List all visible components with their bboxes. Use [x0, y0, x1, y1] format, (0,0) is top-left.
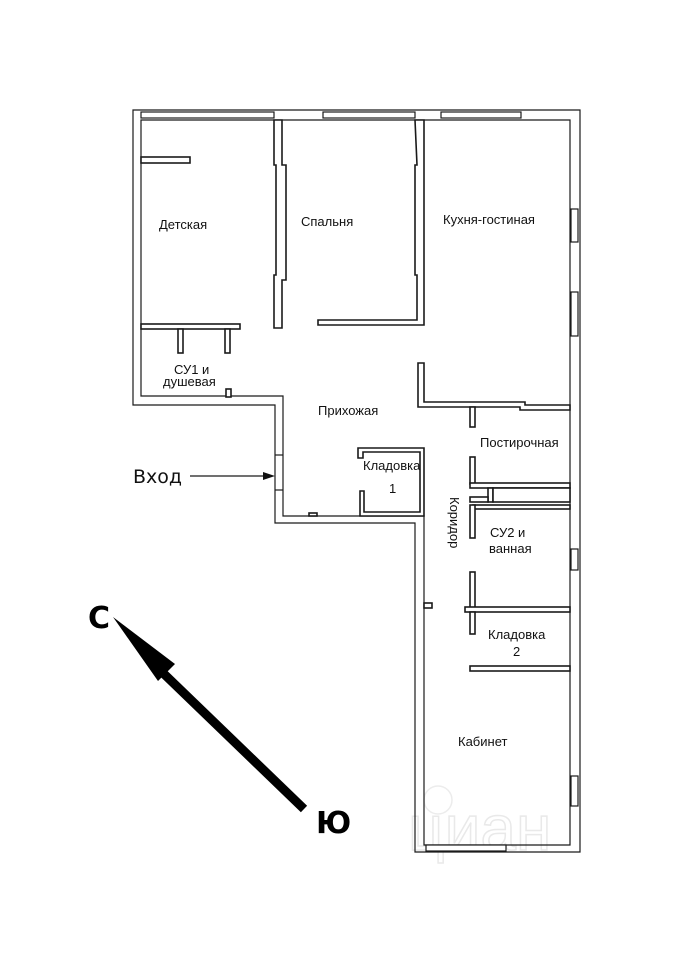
room-label-su1-line1: СУ1 и: [174, 362, 209, 377]
room-label-detskaya: Детская: [159, 217, 207, 232]
room-label-kladovka2-line2: 2: [513, 644, 520, 659]
window-su2: [570, 548, 579, 571]
room-label-su2-line1: СУ2 и: [490, 525, 525, 540]
window-kukhnya-side-1: [570, 208, 579, 243]
window-kukhnya: [440, 111, 522, 119]
room-label-kukhnya-gostinaya: Кухня-гостиная: [443, 212, 535, 227]
entrance-arrow-icon: [263, 472, 275, 480]
window-kabinet-side: [570, 775, 579, 807]
window-spalnya: [322, 111, 416, 119]
windows: [140, 111, 579, 852]
interior-walls: [140, 119, 571, 672]
compass-south-label: Ю: [316, 806, 351, 841]
window-kukhnya-side-2: [570, 291, 579, 337]
compass-north-label: С: [88, 601, 110, 636]
room-label-su1-line2: душевая: [163, 374, 216, 389]
window-kabinet: [425, 844, 507, 852]
room-label-prikhozhaya: Прихожая: [318, 403, 378, 418]
compass: С Ю: [88, 601, 351, 841]
compass-arrow-shaft: [158, 668, 308, 813]
watermark-text: циан: [408, 792, 551, 864]
room-labels: Детская Спальня Кухня-гостиная СУ1 и душ…: [159, 212, 559, 749]
window-detskaya: [140, 111, 275, 119]
room-label-postirochnaya: Постирочная: [480, 435, 559, 450]
compass-arrow-head-icon: [113, 617, 175, 681]
room-label-kladovka1-line2: 1: [389, 481, 396, 496]
room-label-kabinet: Кабинет: [458, 734, 507, 749]
entrance-label: Вход: [133, 466, 182, 488]
room-label-koridor: Коридор: [447, 497, 462, 548]
room-label-su2-line2: ванная: [489, 541, 532, 556]
entrance-marker: Вход: [133, 466, 275, 488]
room-label-kladovka1-line1: Кладовка: [363, 458, 421, 473]
room-label-kladovka2-line1: Кладовка: [488, 627, 546, 642]
room-label-spalnya: Спальня: [301, 214, 353, 229]
